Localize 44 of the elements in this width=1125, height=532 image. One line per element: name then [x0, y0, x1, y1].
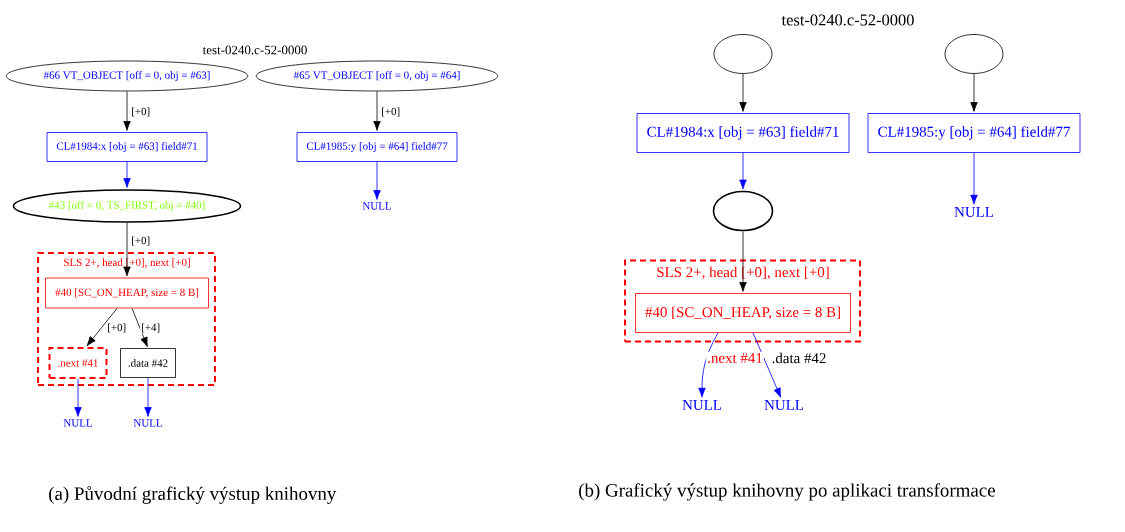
edge-label: [+0]: [130, 235, 152, 247]
subfigure-caption: (a) Původní grafický výstup knihovny: [49, 486, 337, 504]
arrow: [739, 230, 747, 292]
arrow: [698, 332, 719, 398]
arrow: [74, 378, 82, 417]
null-text: NULL: [682, 400, 722, 410]
graph-title: test-0240.c-52-0000: [202, 45, 307, 55]
edge-label: [+0]: [380, 106, 402, 118]
arrow: [970, 73, 978, 112]
arrow: [123, 222, 131, 277]
empty-ellipse: [712, 190, 774, 232]
null-text: NULL: [133, 419, 162, 427]
arrow: [86, 308, 118, 347]
arrow: [123, 161, 131, 188]
null-text: NULL: [954, 207, 994, 217]
dashed-box: .next #41: [48, 347, 108, 379]
arrow: [131, 308, 148, 347]
arrow: [970, 152, 978, 205]
edge-label: [+0]: [130, 106, 152, 118]
null-text: NULL: [764, 400, 804, 410]
arrow: [739, 152, 747, 190]
object-box: #40 [SC_ON_HEAP, size = 8 B]: [45, 277, 209, 309]
edge-label: [+4]: [140, 322, 162, 334]
field-box: CL#1984:x [obj = #63] field#71: [636, 113, 850, 153]
field-box: CL#1985:y [obj = #64] field#77: [867, 113, 1081, 153]
arrow: [123, 91, 131, 131]
field-box: CL#1984:x [obj = #63] field#71: [46, 132, 208, 162]
edge-label: .next #41: [706, 351, 764, 365]
object-box: #40 [SC_ON_HEAP, size = 8 B]: [635, 293, 851, 333]
null-text: NULL: [362, 202, 391, 210]
subfigure-caption: (b) Grafický výstup knihovny po aplikaci transformace: [579, 483, 995, 501]
arrow: [373, 161, 381, 200]
arrow: [752, 332, 782, 398]
edge-label: [+0]: [106, 322, 128, 334]
null-text: NULL: [63, 419, 92, 427]
empty-ellipse: [944, 34, 1004, 74]
arrow: [739, 73, 747, 112]
field-box: .data #42: [120, 348, 176, 378]
field-box: CL#1985:y [obj = #64] field#77: [296, 132, 458, 162]
graph-title: test-0240.c-52-0000: [781, 14, 914, 26]
arrow: [373, 91, 381, 131]
edge-label: .data #42: [770, 351, 828, 365]
empty-ellipse: [713, 34, 773, 74]
arrow: [144, 377, 152, 417]
